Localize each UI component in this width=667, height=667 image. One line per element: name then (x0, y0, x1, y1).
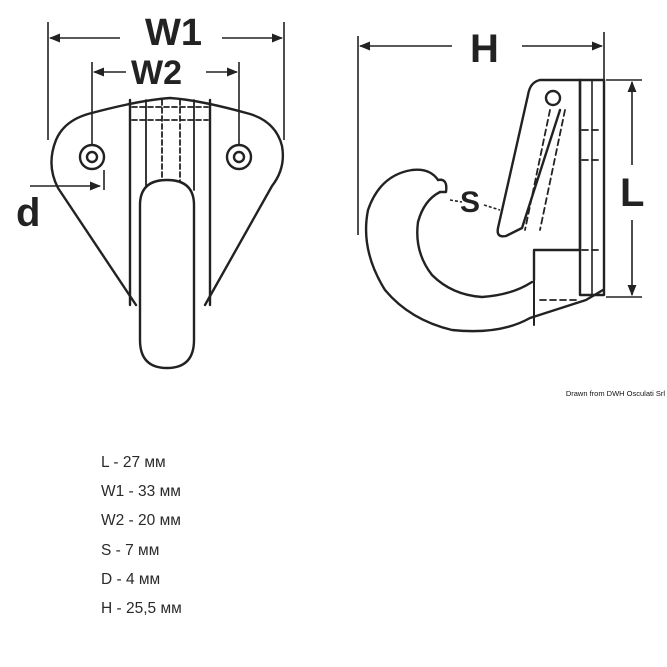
hook-tongue (138, 178, 196, 370)
side-view (364, 78, 606, 333)
label-h: H (470, 27, 499, 71)
label-w1: W1 (145, 12, 202, 54)
screw-hole-left (78, 143, 106, 171)
label-l: L (620, 171, 644, 215)
hidden-lines (131, 99, 209, 191)
label-d: d (16, 191, 40, 235)
hook-body-outline (364, 168, 605, 333)
spec-item-d: D - 4 мм (101, 570, 161, 588)
spec-item-w2: W2 - 20 мм (101, 512, 181, 530)
screw-hole-right (225, 143, 253, 171)
hook-inner-curve (416, 190, 534, 299)
latch-pivot (544, 89, 562, 107)
side-dimensions (357, 32, 642, 298)
side-hidden-lines (524, 109, 601, 301)
spec-item-w1: W1 - 33 мм (101, 483, 181, 501)
label-s: S (460, 186, 480, 219)
spec-item-s: S - 7 мм (101, 541, 160, 559)
hook-tip (436, 178, 448, 194)
spec-item-l: L - 27 мм (101, 454, 166, 471)
hook-technical-drawing: W1 W2 d H S L (16, 12, 644, 370)
drawing-credit: Drawn from DWH Osculati Srl (565, 389, 665, 398)
spec-list: L - 27 мм W1 - 33 мм W2 - 20 мм S - 7 мм… (101, 448, 182, 623)
base-plate-outline (50, 96, 285, 307)
label-w2: W2 (131, 54, 182, 92)
front-view (50, 96, 285, 370)
spec-item-h: H - 25,5 мм (101, 600, 182, 618)
front-dimensions (30, 22, 285, 191)
